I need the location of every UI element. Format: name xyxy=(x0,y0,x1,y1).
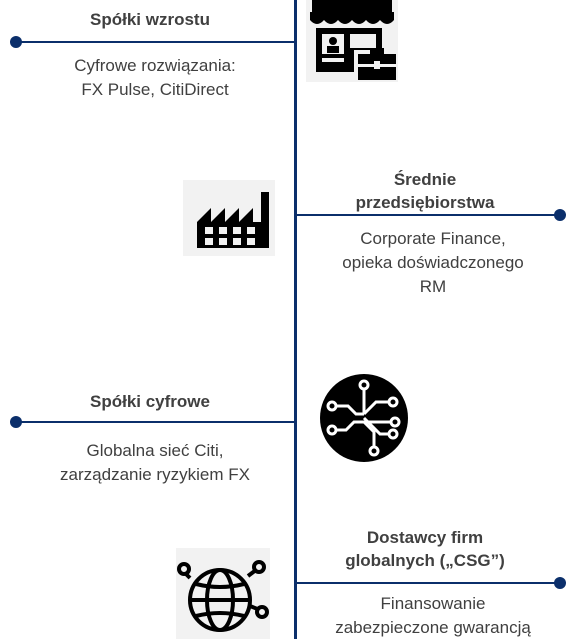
segment-1-description: Cyfrowe rozwiązania: FX Pulse, CitiDirec… xyxy=(74,56,236,99)
segment-2-description: Corporate Finance, opieka doświadczonego… xyxy=(342,229,524,296)
timeline-axis xyxy=(294,0,297,639)
storefront-briefcase-icon xyxy=(306,0,398,82)
segment-1-title: Spółki wzrostu xyxy=(90,10,210,29)
segment-3-description: Globalna sieć Citi, zarządzanie ryzykiem… xyxy=(60,441,250,484)
segment-1-connector xyxy=(14,41,296,43)
segment-2-dot xyxy=(554,209,566,221)
circuit-icon xyxy=(318,372,410,464)
segment-2-title: Średnie przedsiębiorstwa xyxy=(355,170,495,212)
segment-3-connector xyxy=(14,421,296,423)
segment-4-title: Dostawcy firm globalnych („CSG”) xyxy=(345,528,505,570)
globe-network-icon xyxy=(176,548,270,639)
segment-4-description: Finansowanie zabezpieczone gwarancją xyxy=(335,594,531,637)
segment-4-dot xyxy=(554,577,566,589)
factory-icon xyxy=(183,180,275,256)
segment-2-connector xyxy=(296,214,558,216)
segment-4-connector xyxy=(296,582,558,584)
segment-1-dot xyxy=(10,36,22,48)
segment-3-dot xyxy=(10,416,22,428)
segment-3-title: Spółki cyfrowe xyxy=(90,392,210,411)
